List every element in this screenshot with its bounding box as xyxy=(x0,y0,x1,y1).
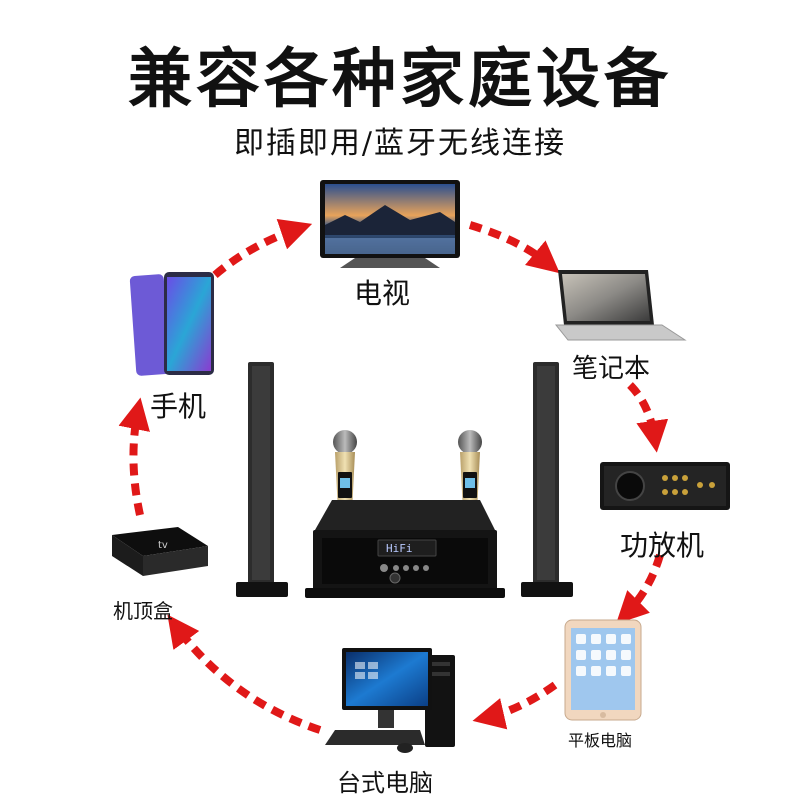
arrow-tv-to-laptop xyxy=(468,221,560,274)
page-subtitle: 即插即用/蓝牙无线连接 xyxy=(233,126,567,161)
arrow-stb-to-phone xyxy=(118,397,150,516)
tv-icon xyxy=(320,180,460,268)
phone-icon xyxy=(129,272,214,376)
label-laptop: 笔记本 xyxy=(572,354,651,384)
arrow-phone-to-tv xyxy=(212,219,313,279)
label-desktop: 台式电脑 xyxy=(337,769,433,797)
tablet-icon xyxy=(564,619,642,721)
unit-display-text: HiFi xyxy=(386,542,413,555)
set-top-box-icon: tv xyxy=(112,527,208,576)
microphone-left-icon xyxy=(333,430,357,512)
microphone-right-icon xyxy=(458,430,482,512)
left-speaker-icon xyxy=(236,362,288,597)
arrow-desktop-to-stb xyxy=(167,614,322,734)
label-tablet: 平板电脑 xyxy=(568,731,633,750)
product-group: HiFi xyxy=(236,362,573,598)
label-amplifier: 功放机 xyxy=(620,529,705,562)
arrow-amplifier-to-tablet xyxy=(615,553,664,625)
desktop-icon xyxy=(325,648,455,753)
label-phone: 手机 xyxy=(150,390,207,423)
amplifier-icon xyxy=(600,462,730,510)
svg-text:tv: tv xyxy=(158,540,168,551)
label-set-top-box: 机顶盒 xyxy=(113,599,173,623)
karaoke-main-unit-icon: HiFi xyxy=(305,500,505,598)
arrow-group xyxy=(118,219,669,734)
label-tv: 电视 xyxy=(354,277,411,310)
arrow-laptop-to-amplifier xyxy=(627,382,669,453)
right-speaker-icon xyxy=(521,362,573,597)
page-title: 兼容各种家庭设备 xyxy=(128,42,672,117)
laptop-icon xyxy=(554,270,687,341)
arrow-tablet-to-desktop xyxy=(472,681,558,730)
